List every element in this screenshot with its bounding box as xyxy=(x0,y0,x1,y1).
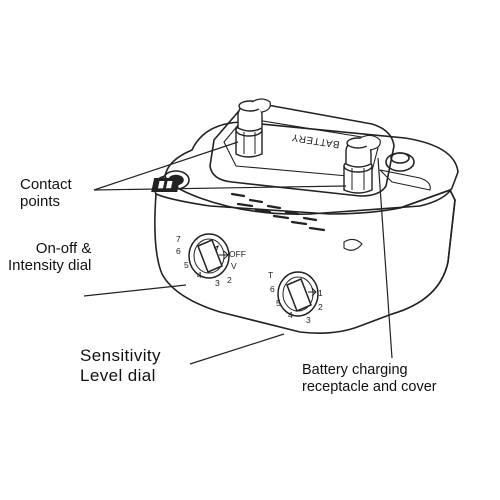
sensitivity-num-1: 1 xyxy=(318,288,323,298)
sensitivity-pointer-arrow xyxy=(308,287,317,297)
label-sensitivity-line1: Sensitivity xyxy=(80,346,161,365)
sensitivity-num-2: 2 xyxy=(318,302,323,312)
housing-front-face xyxy=(154,189,456,334)
sensitivity-num-4: 4 xyxy=(288,310,293,320)
intensity-v-label: V xyxy=(231,261,237,271)
battery-label-group: BATTERY xyxy=(291,131,341,149)
label-onoff-intensity: On-off & Intensity dial xyxy=(8,240,91,275)
leader-battery-cover xyxy=(377,157,393,359)
sensitivity-num-3: 3 xyxy=(306,315,311,325)
housing-right-face xyxy=(391,189,456,315)
label-sensitivity-dial: Sensitivity Level dial xyxy=(80,346,161,385)
label-battery-line1: Battery charging xyxy=(302,362,408,378)
label-battery-line2: receptacle and cover xyxy=(302,378,437,395)
label-sensitivity-line2: Level dial xyxy=(80,365,156,385)
label-contact-points-line1: Contact xyxy=(20,176,72,193)
intensity-num-7: 7 xyxy=(176,234,181,244)
side-notch xyxy=(343,238,363,251)
label-onoff-line1: On-off & xyxy=(35,240,92,257)
leader-contact-right xyxy=(93,185,347,191)
intensity-dial-labels: OFF V 7 6 5 4 3 2 xyxy=(176,234,246,288)
leader-contact-left xyxy=(93,141,239,191)
vent-slots xyxy=(230,192,326,232)
leader-intensity-dial xyxy=(83,284,187,297)
intensity-off-label: OFF xyxy=(229,249,246,259)
intensity-num-3: 3 xyxy=(215,278,220,288)
charging-cover-top xyxy=(390,152,410,164)
contact-post-left xyxy=(235,98,271,158)
sensitivity-dial-labels: T 6 5 4 3 2 1 xyxy=(268,270,323,325)
intensity-num-4: 4 xyxy=(197,270,202,280)
intensity-num-6: 6 xyxy=(176,246,181,256)
intensity-num-5: 5 xyxy=(184,260,189,270)
charging-receptacle-slot xyxy=(379,169,431,191)
intensity-off-arrow xyxy=(219,250,229,260)
brand-logo-mark xyxy=(151,178,181,192)
sensitivity-dial[interactable] xyxy=(277,271,319,317)
contact-post-right xyxy=(343,134,381,194)
intensity-dial[interactable] xyxy=(188,233,230,279)
label-contact-points: Contact points xyxy=(20,176,72,211)
leader-lines xyxy=(83,141,393,365)
sensitivity-num-5: 5 xyxy=(276,298,281,308)
label-contact-points-line2: points xyxy=(20,193,61,211)
housing-top-surface xyxy=(164,121,459,215)
leader-sensitivity-dial xyxy=(189,333,285,365)
label-onoff-line2: Intensity dial xyxy=(8,257,92,275)
battery-label: BATTERY xyxy=(291,131,341,149)
label-battery-charging: Battery charging receptacle and cover xyxy=(302,362,437,395)
sensitivity-num-t: T xyxy=(268,270,273,280)
sensitivity-num-6: 6 xyxy=(270,284,275,294)
intensity-num-2: 2 xyxy=(227,275,232,285)
